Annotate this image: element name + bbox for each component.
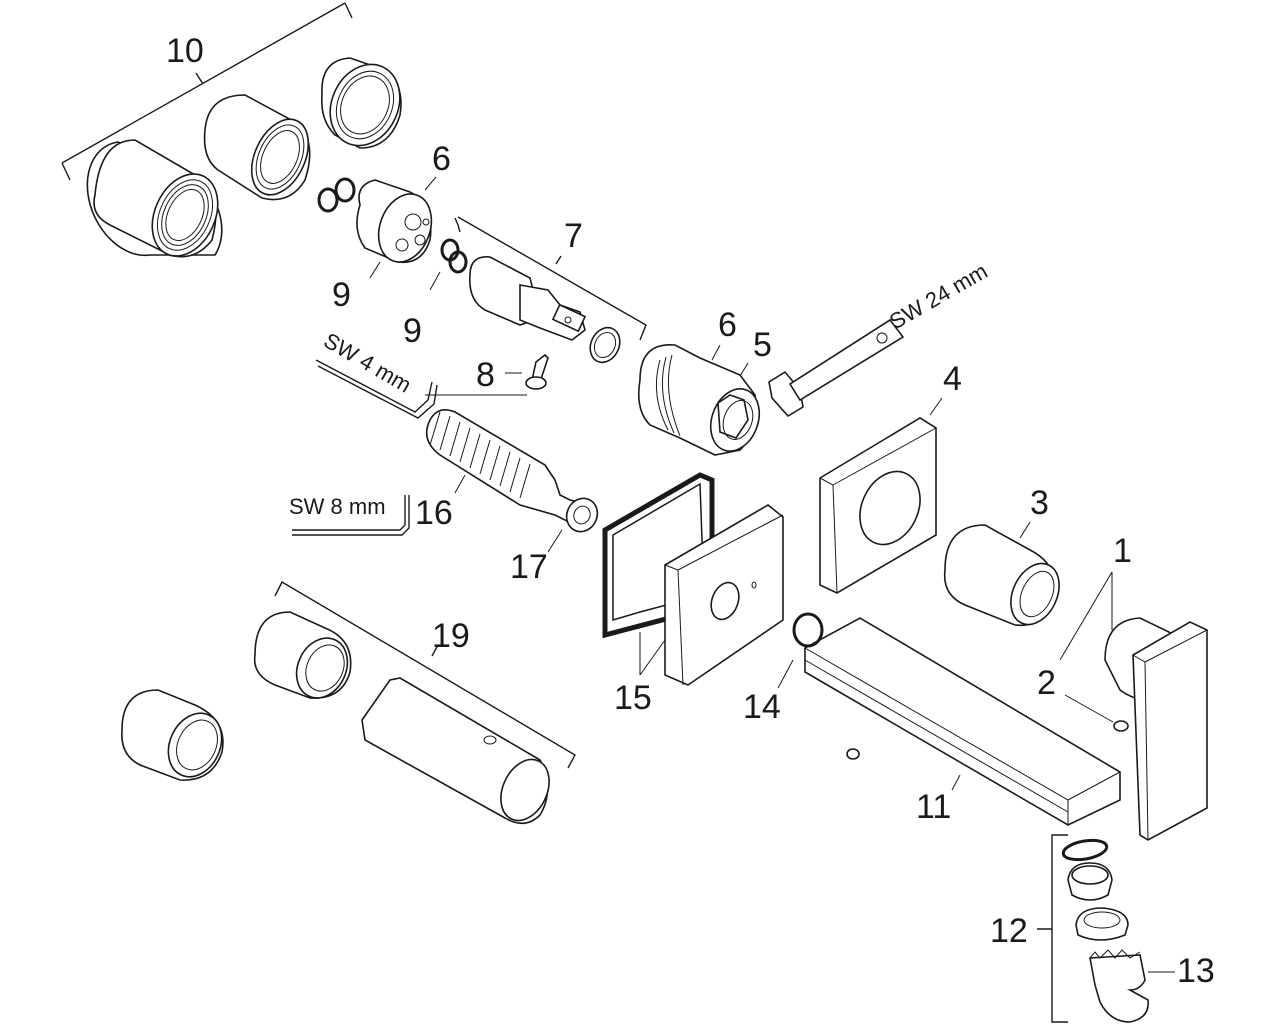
seal-ring-left <box>317 187 339 213</box>
sleeve-short <box>320 57 402 149</box>
leader-15 <box>777 659 794 689</box>
hex-key-8mm <box>292 495 410 536</box>
fixing-screw <box>425 353 549 396</box>
aerator-set <box>1037 834 1175 1023</box>
square-rosette-with-seal <box>602 472 784 686</box>
label-10: 9 <box>332 276 351 314</box>
label-14: 13 <box>1177 952 1215 990</box>
label-2: 2 <box>1037 664 1056 702</box>
diverter-body <box>317 176 437 279</box>
adapter-lower <box>121 689 224 781</box>
label-6-lower: 6 <box>718 306 737 344</box>
label-18: 17 <box>510 548 548 586</box>
sleeve-large <box>86 139 223 258</box>
extension-set <box>121 581 576 825</box>
bracket-11 <box>61 2 353 181</box>
leader-6-upper <box>424 176 437 191</box>
label-11: 10 <box>166 32 204 70</box>
leader-18 <box>547 529 563 553</box>
threaded-connector <box>637 344 761 456</box>
label-9: 9 <box>403 312 422 350</box>
label-12: 11 <box>916 788 951 826</box>
cartridge-assembly <box>429 216 647 364</box>
extension-tube <box>361 677 550 825</box>
label-1: 1 <box>1113 532 1132 570</box>
leader-12 <box>951 774 961 791</box>
leader-4 <box>929 397 943 416</box>
extension-sleeves-group <box>61 2 402 258</box>
leader-5 <box>739 362 749 377</box>
leader-6-lower <box>711 344 721 361</box>
label-8: 8 <box>476 356 495 394</box>
bracket-19 <box>274 581 576 769</box>
seal-ring-right <box>334 177 356 203</box>
label-4: 4 <box>943 360 962 398</box>
label-5: 5 <box>753 326 772 364</box>
label-13: 12 <box>990 912 1028 950</box>
lever-handle <box>1059 571 1208 841</box>
spout-o-ring <box>792 612 824 648</box>
handle-sleeve <box>943 521 1060 627</box>
socket-wrench-24mm <box>768 318 905 418</box>
bracket-13 <box>1037 834 1068 1023</box>
square-rosette <box>819 397 943 594</box>
label-15: 14 <box>743 688 781 726</box>
leader-1-screw <box>1059 571 1113 661</box>
leader-2 <box>1064 694 1114 723</box>
leader-17 <box>454 474 466 494</box>
adapter-upper <box>253 611 352 699</box>
spout <box>804 617 1121 826</box>
label-16: 15 <box>614 679 652 717</box>
label-17: 16 <box>415 494 453 532</box>
label-7: 7 <box>564 217 583 255</box>
label-19: 19 <box>432 617 470 655</box>
leader-9 <box>429 271 441 291</box>
leader-16-rosette <box>639 639 666 676</box>
threaded-extension <box>425 409 599 553</box>
set-screw <box>1113 720 1129 732</box>
label-sw-24mm: SW 24 mm <box>885 258 992 334</box>
spout-screw <box>846 748 860 760</box>
bracket-7 <box>454 216 647 341</box>
label-6-upper: 6 <box>432 140 451 178</box>
hex-key-4mm <box>315 359 438 419</box>
label-sw-8mm: SW 8 mm <box>289 494 386 519</box>
label-3: 3 <box>1030 484 1049 522</box>
leader-10 <box>369 261 381 279</box>
sleeve-medium <box>203 94 311 201</box>
leader-3 <box>1019 521 1031 539</box>
